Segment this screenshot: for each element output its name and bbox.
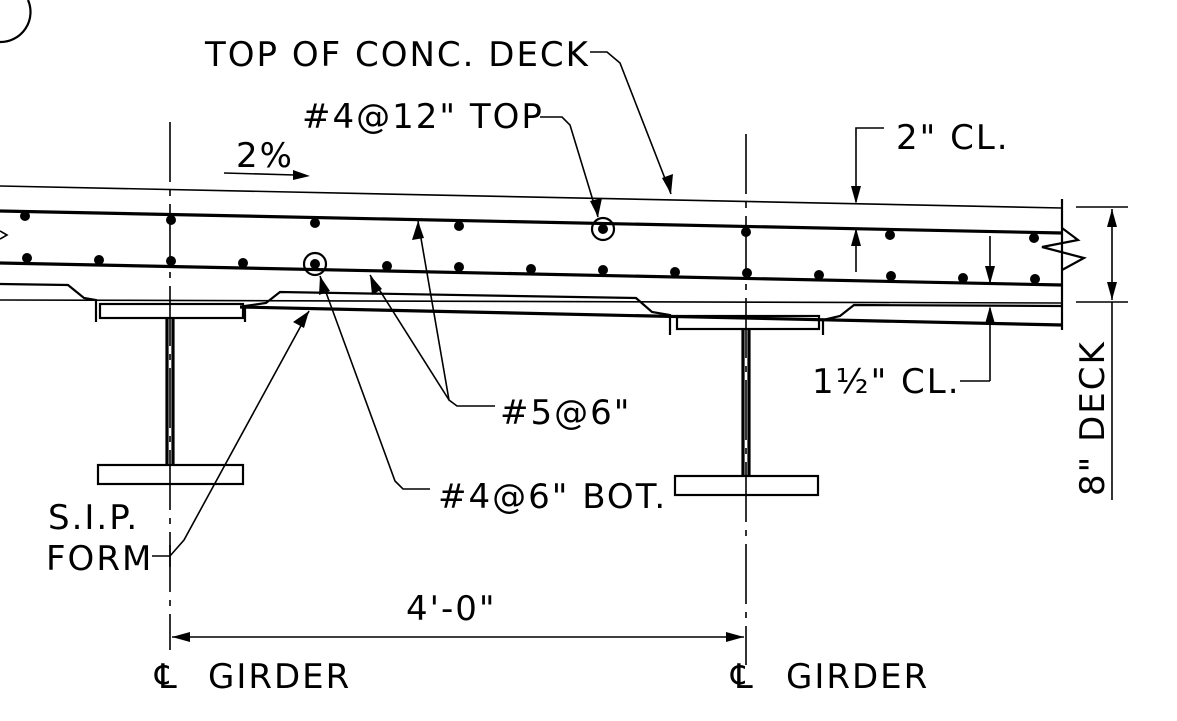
girder-spacing-label: 4'-0" [406, 589, 497, 629]
slope-arrow [223, 170, 310, 180]
deck-depth-label: 8" DECK [1073, 340, 1113, 496]
top-of-deck-label: TOP OF CONC. DECK [204, 35, 590, 75]
break-line-icon [1041, 227, 1087, 271]
girder-spacing-dimension [172, 632, 744, 642]
top-clear-dimension [851, 127, 884, 272]
bottom-clear-label: 1½" CL. [812, 362, 961, 402]
deck-top-surface [0, 185, 1063, 209]
deck-bottom-line [0, 299, 1063, 304]
distribution-bar-label: #5@6" [500, 393, 631, 433]
sip-form-haunches [0, 282, 1063, 335]
girder-left-top-flange [98, 302, 245, 320]
sip-form-line [239, 305, 1063, 327]
sip-form-label-line2: FORM [46, 539, 153, 579]
top-rebar-row [20, 211, 1039, 243]
sip-form-label-line1: S.I.P. [48, 498, 139, 538]
girder-right [673, 314, 821, 497]
break-line-left-icon [0, 230, 9, 240]
slope-label: 2% [236, 136, 294, 176]
deck-depth-dimension [1076, 206, 1128, 500]
sip-haunch-right [821, 303, 1063, 335]
concrete-deck-slab [0, 185, 1087, 330]
top-bar-callout-ring [590, 216, 616, 242]
bottom-bar-label: #4@6" BOT. [438, 477, 667, 517]
top-bar-label: #4@12" TOP [302, 97, 544, 137]
top-clear-label: 2" CL. [896, 118, 1010, 158]
bottom-rebar-row [22, 253, 1040, 284]
leader-lines [152, 51, 673, 567]
detail-callout-circle [0, 0, 32, 44]
centerline-symbol-left: ℄ [154, 657, 179, 697]
sip-haunch-middle [243, 290, 672, 335]
centerline-symbol-right: ℄ [730, 657, 755, 697]
girder-right-label: GIRDER [786, 657, 929, 697]
bottom-clear-dimension [960, 236, 995, 382]
girder-left-label: GIRDER [208, 657, 351, 697]
top-mat-line [0, 209, 1063, 235]
bottom-bar-callout-ring [302, 251, 328, 277]
sip-haunch-left [0, 282, 98, 322]
